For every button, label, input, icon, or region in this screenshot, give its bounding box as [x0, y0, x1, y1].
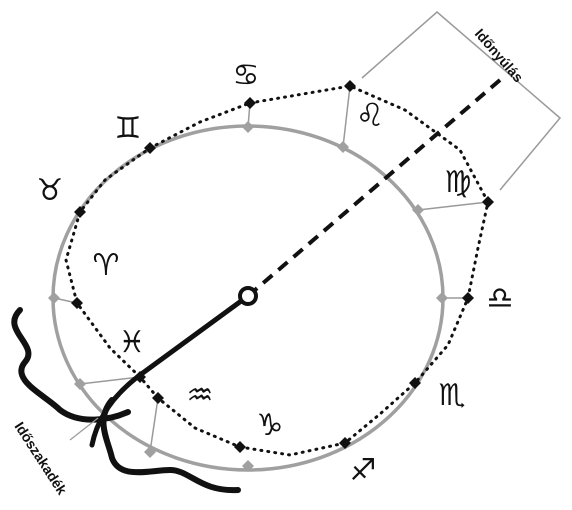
center-hub: [238, 286, 258, 306]
gemini-symbol: ♊: [115, 111, 142, 146]
taurus-symbol: ♉: [37, 173, 64, 208]
outer-dotted-ring: [64, 84, 490, 457]
aries-symbol: ♈: [93, 248, 120, 283]
virgo-symbol: ♍: [445, 165, 472, 200]
time-break-label: Időszakadék: [11, 419, 70, 498]
pisces-symbol: ♓: [119, 325, 146, 360]
time-break-pointer: [69, 417, 99, 441]
scorpio-symbol: ♏: [439, 378, 466, 413]
time-stretch-bracket: [361, 11, 562, 191]
inner-ring-points: [48, 121, 448, 472]
time-stretch-label: Időnyúlás: [472, 25, 527, 85]
outer-ring-points: [71, 80, 494, 453]
aquarius-symbol: ♒: [187, 378, 214, 413]
libra-symbol: ♎: [487, 281, 514, 316]
leo-symbol: ♌: [356, 96, 385, 134]
time-break-wave-2: [100, 397, 241, 494]
sagittarius-symbol: ♐: [350, 453, 377, 488]
dashed-time-axis: [246, 78, 502, 298]
capricorn-symbol: ♑: [257, 408, 284, 443]
cancer-symbol: ♋: [233, 58, 260, 93]
time-break-wave-1: [11, 307, 131, 423]
